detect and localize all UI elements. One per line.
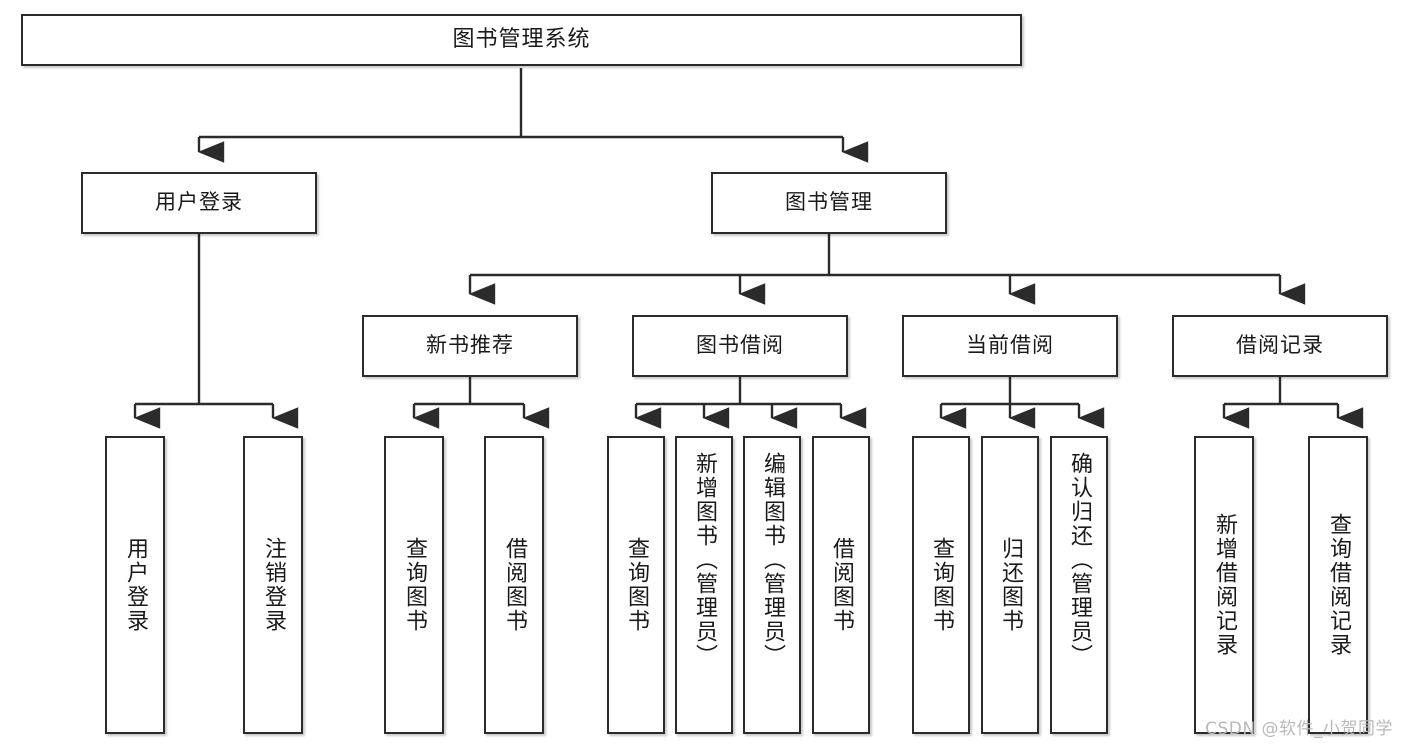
node-leaf-borrow-book-2-label: 借阅图书 [828, 537, 854, 633]
node-leaf-query-book-1[interactable]: 查询图书 [384, 436, 444, 734]
node-book-manage[interactable]: 图书管理 [711, 172, 947, 234]
node-leaf-return-book[interactable]: 归还图书 [981, 436, 1039, 734]
node-leaf-edit-book[interactable]: 编辑图书（管理员） [743, 436, 801, 734]
node-leaf-query-book-2-label: 查询图书 [623, 537, 649, 633]
node-user-login[interactable]: 用户登录 [81, 172, 317, 234]
node-root-label: 图书管理系统 [452, 26, 591, 52]
node-leaf-user-login-label: 用户登录 [122, 537, 148, 633]
node-book-borrow-label: 图书借阅 [696, 333, 784, 358]
node-leaf-query-book-3[interactable]: 查询图书 [912, 436, 970, 734]
node-leaf-add-book[interactable]: 新增图书（管理员） [675, 436, 733, 734]
node-leaf-confirm-return-label: 确认归还（管理员） [1066, 452, 1092, 668]
node-leaf-user-login[interactable]: 用户登录 [105, 436, 165, 734]
node-book-manage-label: 图书管理 [785, 190, 873, 215]
node-leaf-query-book-3-label: 查询图书 [928, 537, 954, 633]
node-book-borrow[interactable]: 图书借阅 [632, 315, 848, 377]
node-leaf-borrow-book-1-label: 借阅图书 [501, 537, 527, 633]
node-borrow-record[interactable]: 借阅记录 [1172, 315, 1388, 377]
node-leaf-query-book-1-label: 查询图书 [401, 537, 427, 633]
node-leaf-query-record[interactable]: 查询借阅记录 [1308, 436, 1368, 734]
node-leaf-add-book-label: 新增图书（管理员） [691, 452, 717, 668]
node-user-login-label: 用户登录 [155, 190, 243, 215]
node-leaf-query-record-label: 查询借阅记录 [1325, 513, 1351, 657]
node-new-book-rec-label: 新书推荐 [426, 333, 514, 358]
node-leaf-return-book-label: 归还图书 [997, 537, 1023, 633]
node-leaf-logout-login-label: 注销登录 [260, 537, 286, 633]
node-leaf-borrow-book-2[interactable]: 借阅图书 [812, 436, 870, 734]
node-current-borrow-label: 当前借阅 [966, 333, 1054, 358]
node-root[interactable]: 图书管理系统 [21, 14, 1022, 66]
node-leaf-logout-login[interactable]: 注销登录 [243, 436, 303, 734]
node-leaf-add-record-label: 新增借阅记录 [1211, 513, 1237, 657]
node-leaf-add-record[interactable]: 新增借阅记录 [1194, 436, 1254, 734]
csdn-watermark: CSDN @软件_小贺同学 [1205, 719, 1393, 739]
node-new-book-rec[interactable]: 新书推荐 [362, 315, 578, 377]
node-borrow-record-label: 借阅记录 [1236, 333, 1324, 358]
node-leaf-query-book-2[interactable]: 查询图书 [607, 436, 665, 734]
node-leaf-confirm-return[interactable]: 确认归还（管理员） [1050, 436, 1108, 734]
node-leaf-borrow-book-1[interactable]: 借阅图书 [484, 436, 544, 734]
node-current-borrow[interactable]: 当前借阅 [902, 315, 1118, 377]
node-leaf-edit-book-label: 编辑图书（管理员） [759, 452, 785, 668]
